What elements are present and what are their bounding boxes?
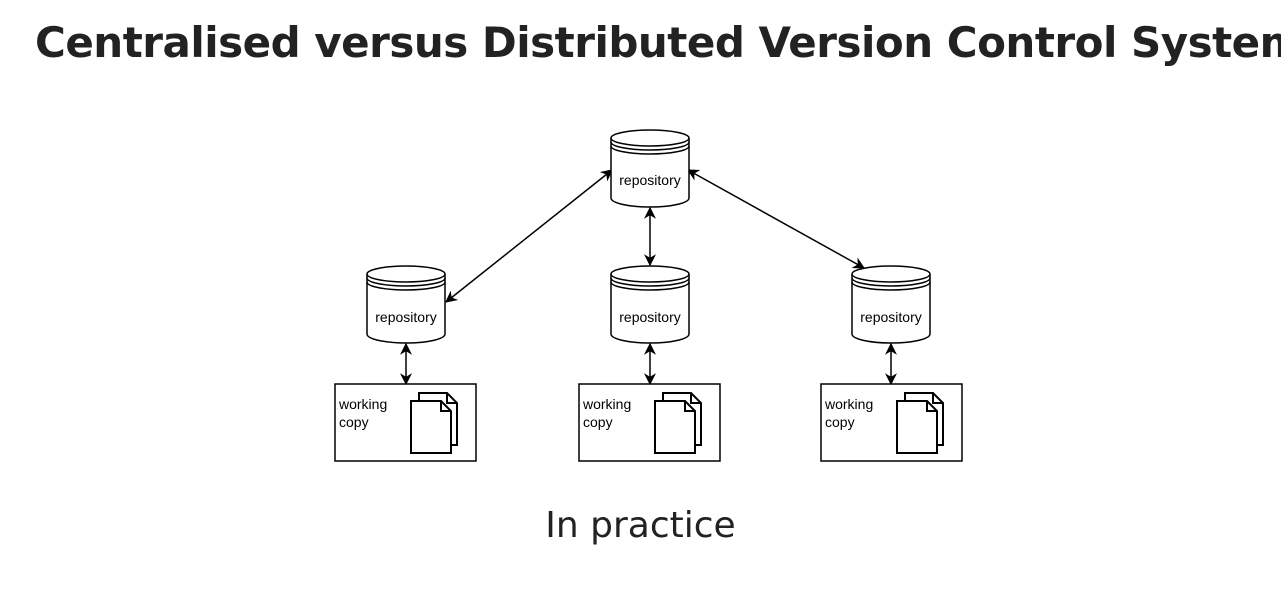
working-copy-label-line2: copy (583, 414, 613, 430)
working-copy-label-line2: copy (339, 414, 369, 430)
central-repository: repository (610, 129, 690, 208)
working-copy-label-line1: working (582, 396, 631, 412)
repository-label: repository (619, 309, 680, 325)
arrow-central-to-left-repo (445, 169, 613, 303)
right-repository: repository (851, 265, 931, 344)
middle-working-copy: working copy (578, 383, 721, 462)
right-working-copy: working copy (820, 383, 963, 462)
working-copy-label-line1: working (824, 396, 873, 412)
documents-icon (410, 392, 458, 454)
arrow-central-to-right-repo (686, 169, 866, 269)
repository-label: repository (619, 172, 680, 188)
repository-label: repository (375, 309, 436, 325)
left-working-copy: working copy (334, 383, 477, 462)
left-repository: repository (366, 265, 446, 344)
working-copy-label-line1: working (338, 396, 387, 412)
working-copy-label-line2: copy (825, 414, 855, 430)
slide-caption: In practice (545, 505, 736, 546)
repository-label: repository (860, 309, 921, 325)
slide-title: Centralised versus Distributed Version C… (35, 18, 1281, 67)
documents-icon (654, 392, 702, 454)
middle-repository: repository (610, 265, 690, 344)
documents-icon (896, 392, 944, 454)
